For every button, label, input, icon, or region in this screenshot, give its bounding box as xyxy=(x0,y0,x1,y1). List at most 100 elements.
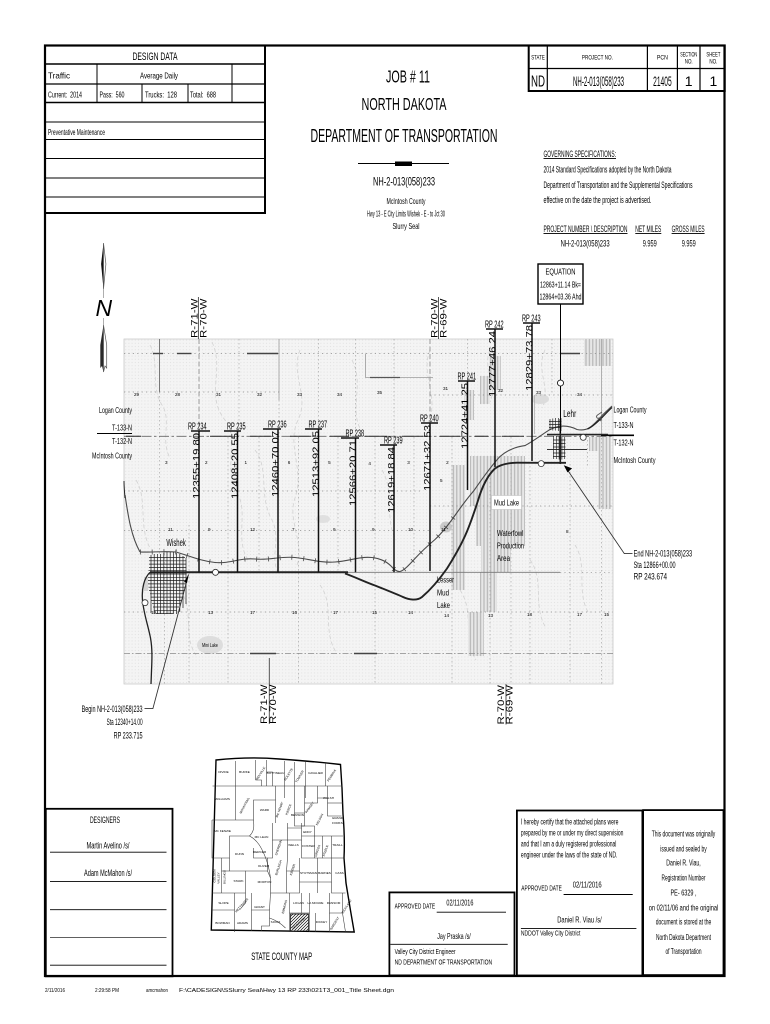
svg-text:9.959: 9.959 xyxy=(643,239,657,249)
svg-text:GOLDEN: GOLDEN xyxy=(213,869,217,882)
svg-text:MERCER: MERCER xyxy=(253,850,267,854)
svg-text:of Transportation: of Transportation xyxy=(666,947,702,956)
svg-text:I hereby certify that the atta: I hereby certify that the attached plans… xyxy=(521,818,619,827)
svg-text:MC LEAN: MC LEAN xyxy=(255,835,269,839)
svg-text:McIntosh County: McIntosh County xyxy=(92,451,132,461)
svg-text:RP 239: RP 239 xyxy=(384,436,403,447)
svg-text:Average Daily: Average Daily xyxy=(140,71,179,81)
svg-text:PEMBINA: PEMBINA xyxy=(326,768,337,783)
svg-text:7: 7 xyxy=(292,527,295,532)
svg-text:RP 234: RP 234 xyxy=(188,422,207,433)
svg-text:DUNN: DUNN xyxy=(235,852,244,856)
svg-text:ROLETTE: ROLETTE xyxy=(283,767,294,781)
svg-text:DESIGNERS: DESIGNERS xyxy=(90,815,120,825)
svg-text:3: 3 xyxy=(165,460,168,465)
svg-text:SIOUX: SIOUX xyxy=(271,920,281,924)
svg-text:RP 237: RP 237 xyxy=(309,420,328,431)
svg-text:WALSH: WALSH xyxy=(323,796,334,800)
svg-text:SLOPE: SLOPE xyxy=(218,901,228,905)
svg-text:12355+19.80: 12355+19.80 xyxy=(192,433,203,499)
svg-text:ND: ND xyxy=(531,74,545,91)
svg-text:RANSOM: RANSOM xyxy=(327,901,341,905)
svg-text:RP 241: RP 241 xyxy=(458,372,477,383)
svg-text:NO.: NO. xyxy=(685,60,693,66)
svg-text:32: 32 xyxy=(498,388,504,393)
svg-text:End NH-2-013(058)233: End NH-2-013(058)233 xyxy=(634,548,693,558)
svg-text:12724+41.25: 12724+41.25 xyxy=(460,383,471,449)
svg-text:Current: 2014: Current: 2014 xyxy=(48,90,82,100)
svg-text:GRIGGS: GRIGGS xyxy=(314,844,322,857)
svg-text:RP 240: RP 240 xyxy=(420,414,439,425)
svg-text:Jay Praska /s/: Jay Praska /s/ xyxy=(437,931,471,941)
svg-text:11: 11 xyxy=(441,527,446,532)
svg-text:APPROVED DATE: APPROVED DATE xyxy=(395,902,436,911)
svg-text:17: 17 xyxy=(577,612,583,617)
svg-text:16: 16 xyxy=(292,610,298,615)
svg-text:DIVIDE: DIVIDE xyxy=(218,770,228,774)
svg-text:STATE COUNTY MAP: STATE COUNTY MAP xyxy=(251,951,312,963)
svg-text:DESIGN DATA: DESIGN DATA xyxy=(133,51,178,63)
svg-text:F:\CADESIGN\SSlurry Seal\Hwy 1: F:\CADESIGN\SSlurry Seal\Hwy 13 RP 233\0… xyxy=(179,988,394,994)
svg-text:VALLEY: VALLEY xyxy=(217,872,221,883)
svg-text:GRAND: GRAND xyxy=(332,816,344,820)
svg-text:BARNES: BARNES xyxy=(318,871,331,875)
svg-text:Slurry Seal: Slurry Seal xyxy=(393,221,420,231)
svg-text:TRAILL: TRAILL xyxy=(332,843,343,847)
svg-text:SHERIDAN: SHERIDAN xyxy=(274,839,283,855)
svg-text:12566+20.71: 12566+20.71 xyxy=(348,440,359,506)
svg-text:BURLEIGH: BURLEIGH xyxy=(274,860,283,876)
svg-text:RP 243.674: RP 243.674 xyxy=(634,571,668,581)
svg-text:NO.: NO. xyxy=(709,60,717,66)
svg-text:DEPARTMENT OF TRANSPORTATION: DEPARTMENT OF TRANSPORTATION xyxy=(311,125,498,146)
svg-text:LA MOURE: LA MOURE xyxy=(308,901,324,905)
svg-text:12: 12 xyxy=(250,527,256,532)
svg-text:28: 28 xyxy=(175,392,181,397)
svg-text:KIDDER: KIDDER xyxy=(289,863,297,876)
svg-text:NORTH DAKOTA: NORTH DAKOTA xyxy=(362,94,447,114)
svg-text:RP 236: RP 236 xyxy=(268,420,287,431)
svg-text:T-133-N: T-133-N xyxy=(614,420,634,430)
svg-text:ND DEPARTMENT OF TRANSPORTATIO: ND DEPARTMENT OF TRANSPORTATION xyxy=(395,958,493,967)
svg-text:BOWMAN: BOWMAN xyxy=(215,921,229,925)
svg-text:1: 1 xyxy=(245,460,248,465)
svg-text:BILLINGS: BILLINGS xyxy=(223,870,227,884)
svg-text:on 02/11/06 and the original: on 02/11/06 and the original xyxy=(649,904,719,913)
svg-text:PROJECT NUMBER \ DESCRIPTION: PROJECT NUMBER \ DESCRIPTION xyxy=(544,224,628,234)
svg-text:MC KENZIE: MC KENZIE xyxy=(214,829,231,833)
svg-text:12829+73.78: 12829+73.78 xyxy=(525,325,536,391)
svg-text:21405: 21405 xyxy=(653,74,672,89)
svg-text:MC HENRY: MC HENRY xyxy=(275,801,284,818)
svg-text:Mud: Mud xyxy=(437,588,449,598)
svg-text:and that I am a duly registere: and that I am a duly registered professi… xyxy=(521,840,617,849)
svg-text:BOTTINEAU: BOTTINEAU xyxy=(267,771,285,775)
svg-text:STEELE: STEELE xyxy=(322,844,329,857)
svg-text:PCN: PCN xyxy=(657,56,668,62)
svg-text:R-70-W: R-70-W xyxy=(268,684,278,724)
svg-text:FORKS: FORKS xyxy=(332,821,343,825)
svg-text:Area: Area xyxy=(497,553,510,563)
svg-text:R-70-W: R-70-W xyxy=(496,684,506,724)
svg-text:McIntosh County: McIntosh County xyxy=(614,455,656,465)
svg-text:T-132-N: T-132-N xyxy=(112,436,132,446)
svg-text:PROJECT NO.: PROJECT NO. xyxy=(582,56,613,62)
svg-text:17: 17 xyxy=(250,610,256,615)
svg-text:APPROVED DATE: APPROVED DATE xyxy=(521,884,562,893)
svg-text:EQUATION: EQUATION xyxy=(546,268,576,277)
svg-text:CASS: CASS xyxy=(335,871,343,875)
svg-text:CAVALIER: CAVALIER xyxy=(308,771,324,775)
svg-text:NELSON: NELSON xyxy=(315,813,325,826)
svg-text:Martin Avelino /s/: Martin Avelino /s/ xyxy=(87,841,130,851)
svg-text:T-133-N: T-133-N xyxy=(112,423,132,433)
svg-text:2: 2 xyxy=(205,460,208,465)
svg-text:Lake: Lake xyxy=(437,600,450,610)
svg-text:17: 17 xyxy=(333,610,339,615)
svg-text:document is stored at the: document is stored at the xyxy=(656,918,712,927)
svg-text:engineer under the laws of the: engineer under the laws of the state of … xyxy=(521,850,618,859)
svg-text:Wishek: Wishek xyxy=(166,537,186,549)
svg-text:4: 4 xyxy=(368,461,371,466)
svg-text:STATE: STATE xyxy=(531,56,545,62)
svg-text:EDDY: EDDY xyxy=(303,830,312,834)
svg-text:Logan County: Logan County xyxy=(614,405,647,415)
svg-text:RAMSEY: RAMSEY xyxy=(304,801,315,814)
svg-text:18: 18 xyxy=(527,612,533,617)
